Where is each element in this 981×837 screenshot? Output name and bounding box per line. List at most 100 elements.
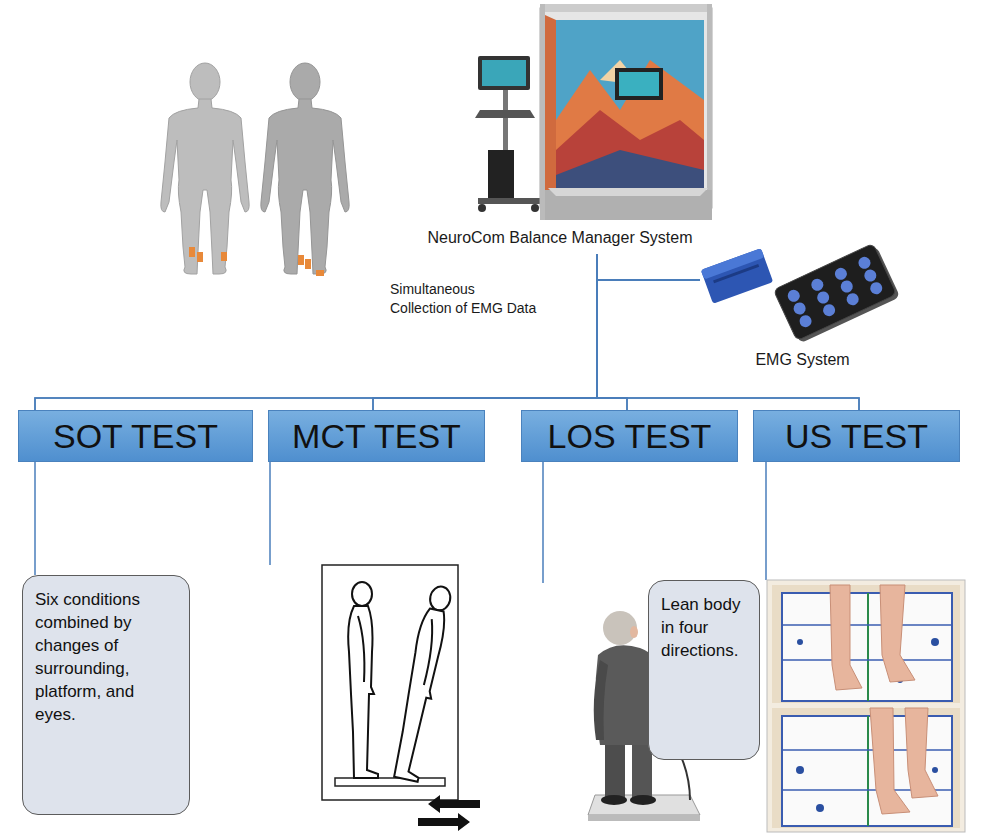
leader-line <box>269 462 271 565</box>
us-photo <box>816 804 824 812</box>
note-text: Six conditions combined by changes of su… <box>35 588 177 726</box>
balance-cabinet <box>556 60 704 190</box>
emg-sensor <box>189 247 324 276</box>
emg-electrode-pad <box>786 288 802 304</box>
us-photo <box>931 638 939 646</box>
test-header: MCT TEST <box>268 410 485 462</box>
us-photo <box>782 749 952 751</box>
us-photo <box>782 593 952 701</box>
balance-cart <box>475 56 540 212</box>
balance-cabinet <box>540 4 712 220</box>
emg-amplifier <box>701 248 773 304</box>
mct-sketch <box>388 584 458 782</box>
us-photo <box>772 708 960 828</box>
test-title: US TEST <box>785 416 928 456</box>
balance-cabinet <box>540 4 545 220</box>
connector-line <box>34 462 36 575</box>
emg-sensor <box>197 252 203 262</box>
device-label: NeuroCom Balance Manager System <box>400 228 720 254</box>
us-photo <box>880 585 915 682</box>
emg-electrode-pad <box>845 291 861 307</box>
us-photo <box>870 708 910 814</box>
emg-sensor <box>221 252 227 261</box>
emg-sensor <box>305 259 311 269</box>
us-photo <box>830 585 862 690</box>
test-title: SOT TEST <box>53 416 218 456</box>
emg-sensor <box>298 255 304 265</box>
emg-electrode-pad <box>868 280 884 296</box>
emg-sensor <box>316 270 324 276</box>
us-photo <box>867 716 869 826</box>
device-name: EMG System <box>755 350 849 370</box>
note-box: Six conditions combined by changes of su… <box>22 575 190 815</box>
emg-electrode-pad <box>862 268 878 284</box>
los-photo <box>588 795 700 815</box>
mct-sketch <box>322 565 458 800</box>
balance-cabinet <box>556 110 704 190</box>
leader-line <box>542 462 544 583</box>
test-title: LOS TEST <box>548 416 712 456</box>
us-photo <box>782 624 952 626</box>
human-figures <box>161 63 349 274</box>
note-text: Lean body in four directions. <box>661 593 747 662</box>
connector-line <box>597 254 627 410</box>
connector-line <box>35 280 700 410</box>
mct-sketch <box>322 565 480 831</box>
connector-line <box>597 280 700 410</box>
us-photo <box>932 767 938 773</box>
us-photo <box>767 580 965 832</box>
emg-electrode-pad <box>821 302 837 318</box>
note-box: Lean body in four directions. <box>648 580 760 760</box>
los-photo <box>588 815 700 821</box>
emg-electrode-pad <box>856 255 872 271</box>
emg-amplifier <box>713 264 759 283</box>
device-name: NeuroCom Balance Manager System <box>427 228 692 248</box>
us-photo <box>782 659 952 661</box>
mct-sketch <box>348 582 378 778</box>
us-photo <box>772 585 960 703</box>
emg-electrode-pad <box>773 243 896 340</box>
us-photo <box>796 766 804 774</box>
emg-amplifier <box>701 248 773 304</box>
emg-electrode-pad <box>792 301 808 317</box>
connector-line <box>373 254 597 410</box>
annotation-text: Simultaneous Collection of EMG Data <box>390 280 540 318</box>
los-photo <box>630 795 656 805</box>
test-header: SOT TEST <box>18 410 253 462</box>
los-photo <box>630 626 638 638</box>
emg-sensor <box>189 247 195 257</box>
balance-cabinet <box>545 15 556 200</box>
los-photo <box>601 795 627 805</box>
balance-cart <box>478 198 540 204</box>
human-figures <box>161 63 249 274</box>
mct-sketch <box>418 813 470 831</box>
balance-cart <box>531 204 539 212</box>
device-label: EMG System <box>700 232 905 370</box>
balance-cart <box>478 204 486 212</box>
mct-sketch <box>335 778 445 786</box>
balance-cart <box>482 60 526 86</box>
test-title: MCT TEST <box>292 416 461 456</box>
balance-cabinet <box>615 68 663 100</box>
emg-electrode-pad <box>773 243 900 345</box>
human-figures <box>261 63 349 274</box>
emg-electrode-pad <box>786 255 884 329</box>
connector-line <box>35 254 597 410</box>
connector-line <box>597 254 859 410</box>
balance-cabinet <box>707 4 712 220</box>
us-photo <box>905 708 938 798</box>
balance-cabinet <box>540 8 712 208</box>
test-header: LOS TEST <box>521 410 738 462</box>
emg-electrode-pad <box>815 290 831 306</box>
balance-cabinet <box>548 188 708 196</box>
balance-cabinet <box>556 20 704 190</box>
balance-cabinet <box>540 4 712 12</box>
us-photo <box>767 580 965 832</box>
balance-cart <box>478 56 530 90</box>
emg-electrode-pad <box>809 277 825 293</box>
connector-line <box>373 280 700 410</box>
us-photo <box>867 593 869 701</box>
los-photo <box>603 611 637 645</box>
balance-cabinet <box>619 72 659 96</box>
us-photo <box>797 639 803 645</box>
